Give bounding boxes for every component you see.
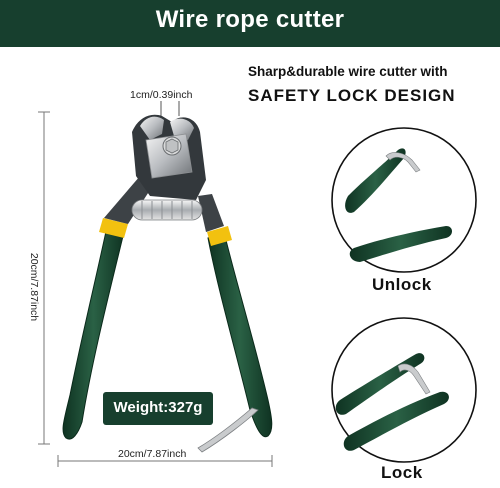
safety-lock-hook	[197, 407, 259, 453]
right-handle	[207, 231, 273, 438]
weight-label: Weight:327g	[113, 399, 203, 416]
lock-label: Lock	[381, 463, 423, 482]
feature-headline: SAFETY LOCK DESIGN	[248, 86, 456, 105]
vertical-dimension-line	[38, 111, 50, 445]
jaw-opening-label: 1cm/0.39inch	[130, 89, 193, 101]
left-jaw	[140, 116, 164, 140]
right-steel-arm	[198, 194, 224, 232]
unlock-label: Unlock	[372, 275, 432, 294]
right-jaw	[170, 118, 194, 140]
weight-badge: Weight:327g	[103, 392, 213, 425]
left-steel-arm	[104, 176, 150, 224]
unlock-handle-upper	[345, 148, 406, 213]
unlock-detail-circle	[331, 127, 477, 273]
banner-title: Wire rope cutter	[155, 6, 345, 33]
vertical-length-label: 20cm/7.87inch	[28, 252, 40, 322]
horizontal-length-label: 20cm/7.87inch	[118, 448, 187, 460]
left-yellow-collar	[99, 218, 128, 238]
wire-cutter-pliers	[62, 114, 273, 453]
lock-hook	[397, 363, 431, 395]
unlock-handle-lower	[349, 226, 452, 262]
left-handle	[62, 221, 125, 440]
lock-handle-lower	[343, 391, 449, 451]
right-yellow-collar	[207, 226, 232, 246]
lock-detail-circle	[331, 317, 477, 463]
title-banner: Wire rope cutter	[0, 0, 500, 47]
horizontal-dimension-line	[57, 455, 273, 467]
jaw-dimension-line	[160, 101, 180, 116]
feature-subtitle: Sharp&durable wire cutter with	[248, 64, 448, 79]
unlock-hook	[385, 152, 421, 173]
spring	[131, 199, 203, 221]
